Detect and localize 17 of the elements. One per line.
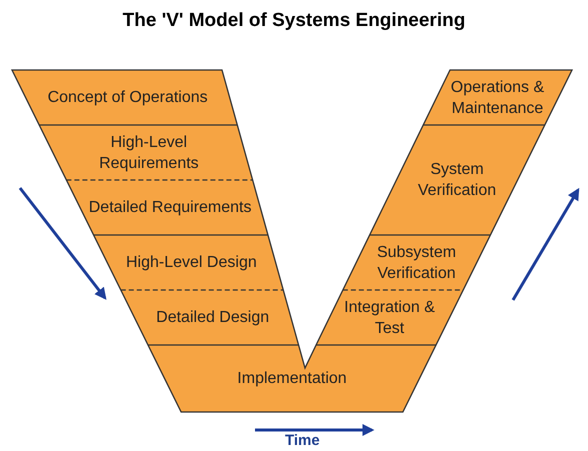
phase-band [120,290,299,345]
phase-label: High-Level Design [125,253,258,273]
phase-band [66,180,268,235]
phase-label: High-Level Requirements [98,132,200,174]
phase-label: Implementation [236,369,348,389]
phase-band [39,125,253,180]
phase-label: Concept of Operations [46,88,209,108]
phase-label: Subsystem Verification [376,242,458,284]
phase-label: Integration & Test [343,298,436,338]
phase-band [94,235,284,290]
phase-label: System Verification [416,160,498,201]
phase-label: Detailed Design [155,308,270,328]
phase-label: Operations & Maintenance [450,78,546,118]
phase-band [12,70,238,125]
phase-label: Detailed Requirements [88,198,252,218]
diagram-title: The 'V' Model of Systems Engineering [122,10,466,32]
axis-label: Time [285,432,320,449]
